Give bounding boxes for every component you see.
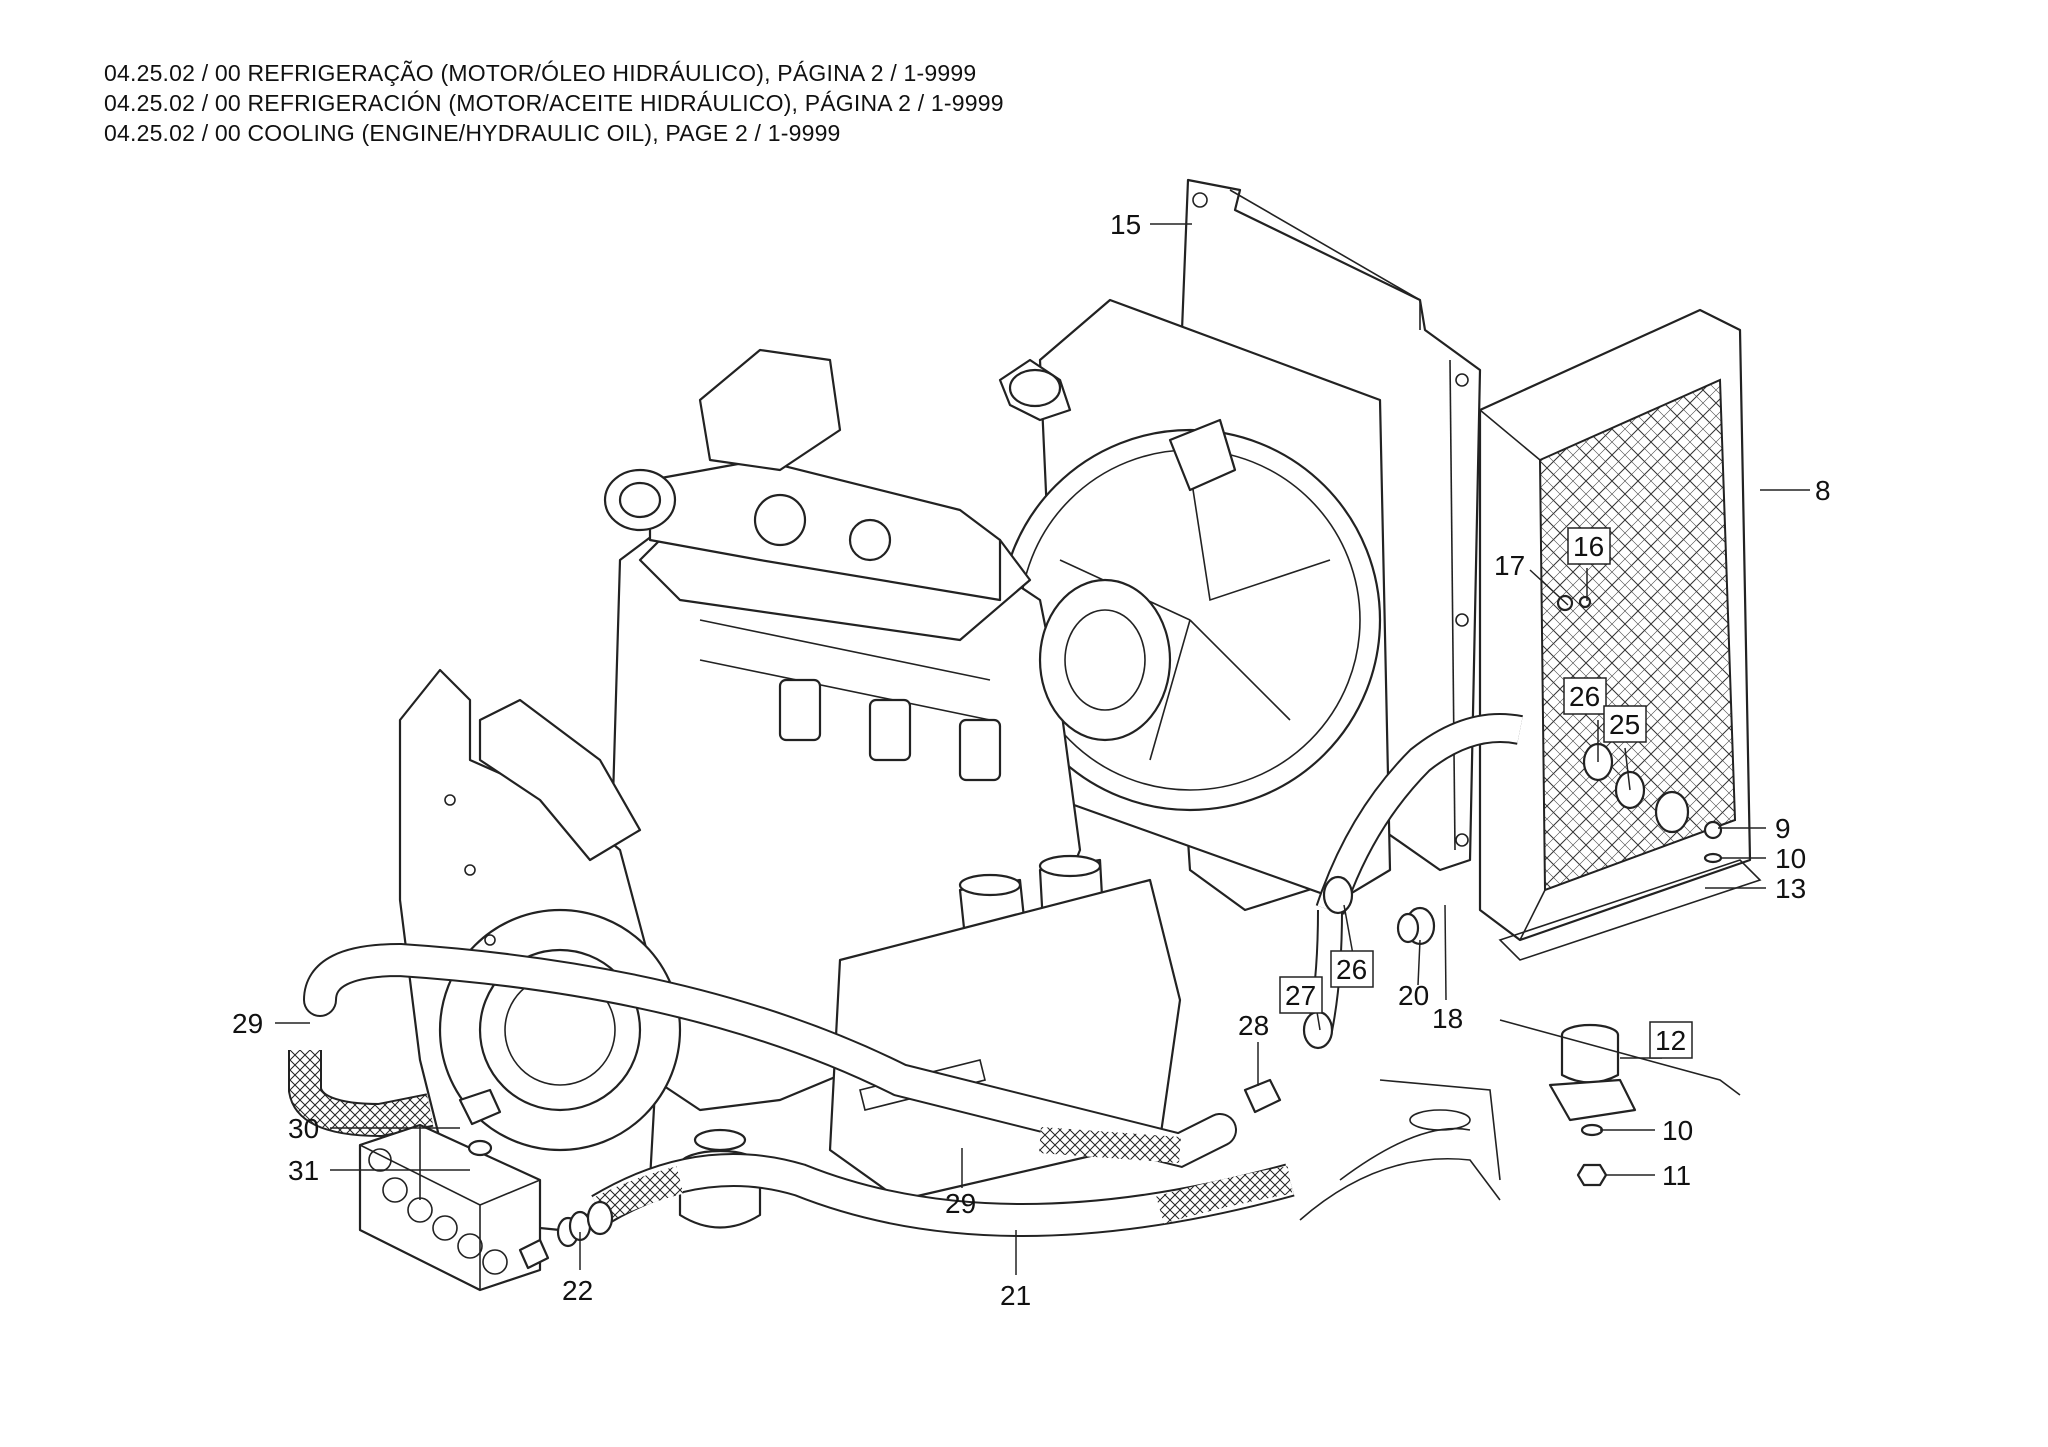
callout-12: 12 xyxy=(1655,1025,1686,1056)
callout-17: 17 xyxy=(1494,550,1525,581)
callout-27: 27 xyxy=(1285,980,1316,1011)
leader-lines xyxy=(275,223,1810,1275)
callout-29-left: 29 xyxy=(232,1008,263,1039)
engine-block xyxy=(603,348,1182,1202)
callout-10-upper: 10 xyxy=(1775,843,1806,874)
callout-21: 21 xyxy=(1000,1280,1031,1311)
callout-20: 20 xyxy=(1398,980,1429,1011)
callout-9: 9 xyxy=(1775,813,1791,844)
rubber-mount-12 xyxy=(1548,1023,1637,1187)
callout-8: 8 xyxy=(1815,475,1831,506)
radiator-core xyxy=(1478,308,1762,961)
callout-28: 28 xyxy=(1238,1010,1269,1041)
title-portuguese: 04.25.02 / 00 REFRIGERAÇÃO (MOTOR/ÓLEO H… xyxy=(104,60,977,86)
callout-26-hose: 26 xyxy=(1336,954,1367,985)
title-english: 04.25.02 / 00 COOLING (ENGINE/HYDRAULIC … xyxy=(104,120,841,146)
fitting-28 xyxy=(1243,1078,1282,1114)
callout-11: 11 xyxy=(1662,1160,1691,1191)
fitting-20 xyxy=(1396,906,1436,946)
hose-21 xyxy=(591,1153,1295,1237)
callout-10-lower: 10 xyxy=(1662,1115,1693,1146)
hose-26 xyxy=(1302,713,1523,1050)
page-title-block: 04.25.02 / 00 REFRIGERAÇÃO (MOTOR/ÓLEO H… xyxy=(104,58,1004,148)
callout-29-center: 29 xyxy=(945,1188,976,1219)
radiator-fittings xyxy=(1556,594,1723,864)
callout-13: 13 xyxy=(1775,873,1806,904)
support-bracket xyxy=(1299,1019,1741,1221)
callout-26-radiator: 26 xyxy=(1569,681,1600,712)
hose-29 xyxy=(288,942,1237,1169)
callout-16: 16 xyxy=(1573,531,1604,562)
callout-25: 25 xyxy=(1609,709,1640,740)
callout-31: 31 xyxy=(288,1155,319,1186)
callout-boxes xyxy=(1279,527,1693,1059)
callout-30: 30 xyxy=(288,1113,319,1144)
callout-labels: 15 8 16 17 26 25 9 10 13 26 27 20 18 28 … xyxy=(232,209,1831,1311)
title-spanish: 04.25.02 / 00 REFRIGERACIÓN (MOTOR/ACEIT… xyxy=(104,90,1004,116)
callout-15: 15 xyxy=(1110,209,1141,240)
callout-18: 18 xyxy=(1432,1003,1463,1034)
manifold-block xyxy=(358,1088,614,1292)
callout-22: 22 xyxy=(562,1275,593,1306)
